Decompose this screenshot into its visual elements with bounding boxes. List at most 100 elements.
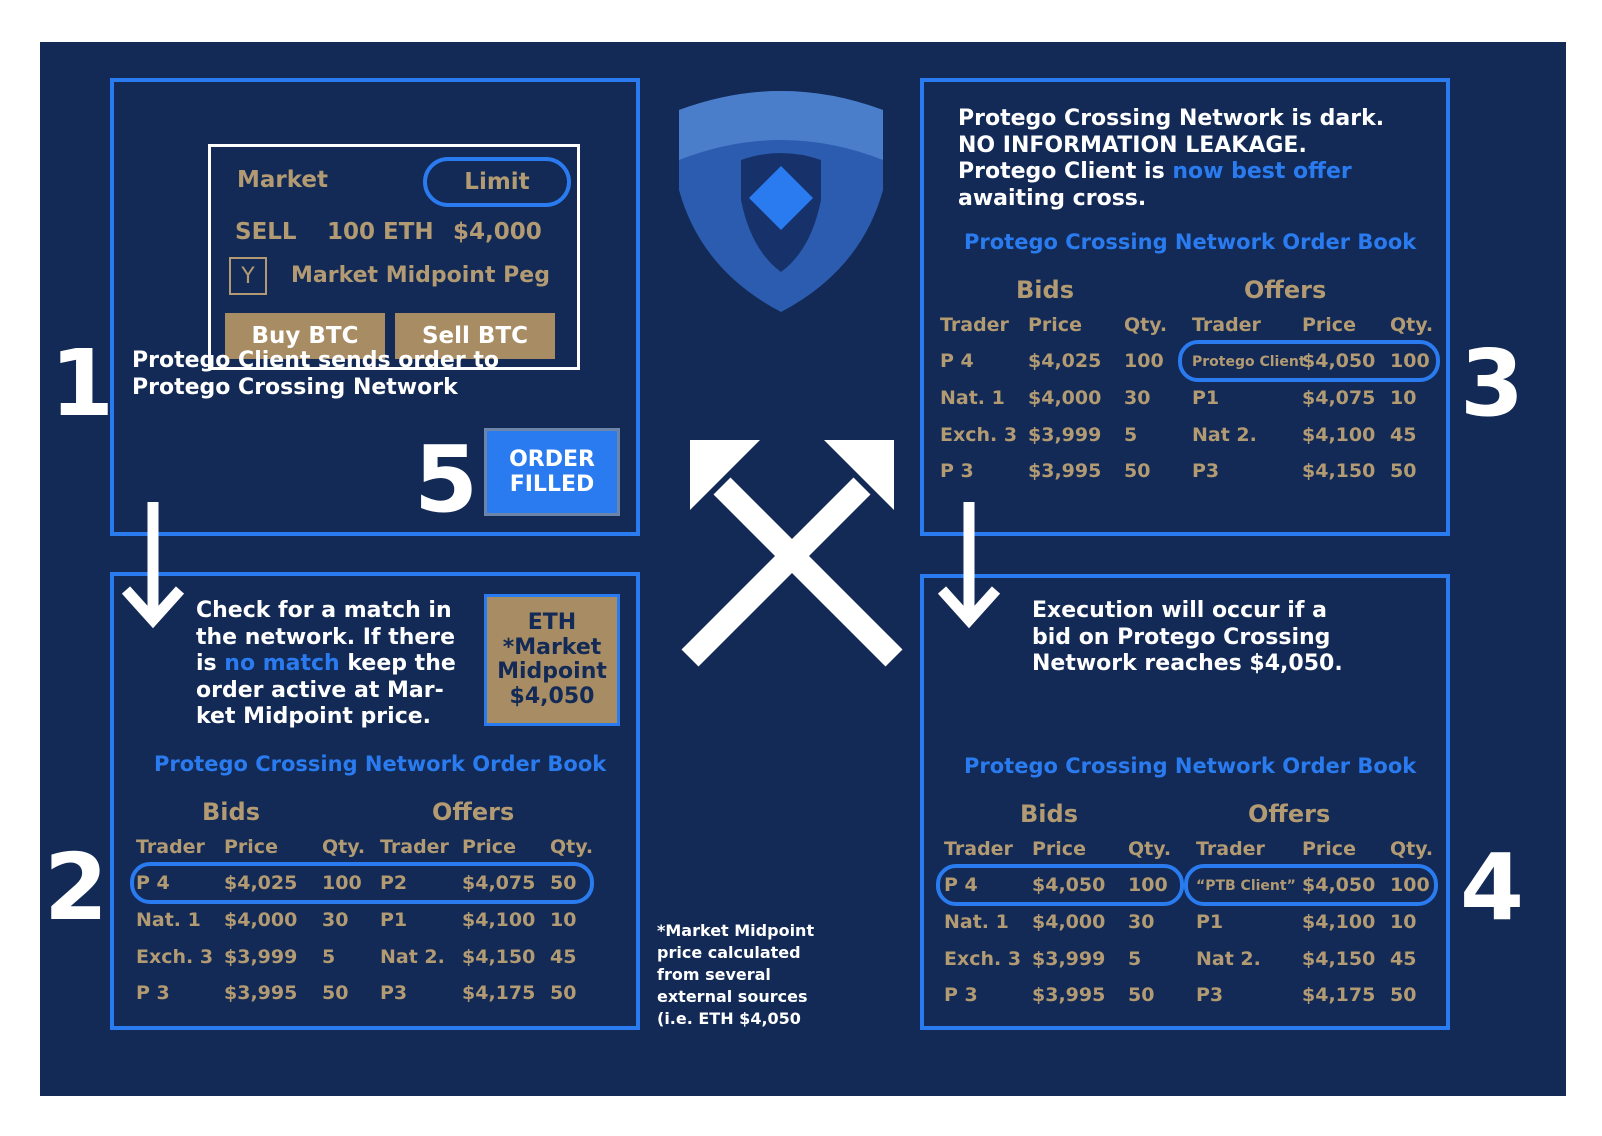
order-book-cell: $4,050 bbox=[1032, 874, 1106, 896]
desc-line: Check for a match in bbox=[196, 598, 452, 623]
order-book-cell: Nat 2. bbox=[1196, 948, 1261, 970]
step-number-2: 2 bbox=[44, 834, 109, 941]
order-book-cell: Exch. 3 bbox=[136, 946, 214, 968]
bids-header: Bids bbox=[1020, 800, 1078, 828]
desc-line: is no match keep the bbox=[196, 651, 456, 678]
order-book-cell: 50 bbox=[1390, 460, 1417, 482]
offers-header: Offers bbox=[1244, 276, 1327, 304]
order-book-cell: 10 bbox=[1390, 911, 1417, 933]
column-header: Price bbox=[224, 836, 278, 858]
buy-btc-button[interactable]: Buy BTC bbox=[225, 313, 385, 359]
order-book-cell: $3,995 bbox=[1032, 984, 1106, 1006]
column-header: Price bbox=[1302, 838, 1356, 860]
offers-header: Offers bbox=[432, 798, 515, 826]
panel-step-2: Check for a match in the network. If the… bbox=[110, 572, 640, 1030]
order-book-cell: 50 bbox=[1128, 984, 1155, 1006]
match-highlight-oval bbox=[130, 862, 594, 904]
footnote-line: *Market Midpoint bbox=[657, 921, 815, 940]
caption-line: Protego Client sends order to bbox=[132, 348, 499, 373]
order-book-cell: P1 bbox=[1192, 387, 1220, 409]
footnote-line: (i.e. ETH $4,050 bbox=[657, 1009, 801, 1028]
arrow-down-icon bbox=[121, 502, 185, 629]
order-book-cell: $4,150 bbox=[1302, 948, 1376, 970]
eth-box-line: ETH bbox=[527, 610, 577, 635]
order-book-cell: P2 bbox=[380, 872, 408, 894]
order-book-cell: P 3 bbox=[940, 460, 974, 482]
market-tab[interactable]: Market bbox=[237, 167, 329, 193]
step-number-4: 4 bbox=[1460, 834, 1525, 941]
step-number-5: 5 bbox=[414, 426, 479, 533]
footnote: *Market Midpoint price calculated from s… bbox=[657, 920, 814, 1030]
order-book-cell: $4,100 bbox=[1302, 424, 1376, 446]
arrow-down-icon bbox=[937, 502, 1001, 629]
desc-line: awaiting cross. bbox=[958, 185, 1147, 211]
order-book-cell: Nat. 1 bbox=[944, 911, 1009, 933]
match-highlight-oval bbox=[936, 864, 1184, 906]
order-book-cell: 45 bbox=[550, 946, 577, 968]
order-book-cell: “PTB Client” bbox=[1196, 878, 1296, 894]
order-book-cell: P 3 bbox=[136, 982, 170, 1004]
order-book-cell: Nat 2. bbox=[1192, 424, 1257, 446]
step-1-caption: Protego Client sends order to Protego Cr… bbox=[132, 348, 499, 401]
midpoint-peg-label: Market Midpoint Peg bbox=[291, 263, 550, 288]
column-header: Qty. bbox=[1390, 314, 1434, 336]
column-header: Trader bbox=[1192, 314, 1261, 336]
order-book-cell: 10 bbox=[550, 909, 577, 931]
order-book-cell: $3,999 bbox=[224, 946, 298, 968]
order-book-cell: $4,000 bbox=[1032, 911, 1106, 933]
order-book-cell: 50 bbox=[1124, 460, 1151, 482]
order-book-cell: Nat. 1 bbox=[136, 909, 201, 931]
footnote-line: from several bbox=[657, 965, 771, 984]
order-book-cell: P1 bbox=[380, 909, 408, 931]
order-book-title: Protego Crossing Network Order Book bbox=[964, 754, 1417, 778]
step-number-1: 1 bbox=[50, 330, 115, 437]
panel-step-1: Market Limit SELL 100 ETH $4,000 Y Marke… bbox=[110, 78, 640, 536]
midpoint-peg-checkbox[interactable]: Y bbox=[229, 257, 267, 295]
order-filled-line: ORDER bbox=[509, 447, 595, 472]
order-book-cell: 5 bbox=[1124, 424, 1138, 446]
step-4-description: Execution will occur if a bid on Protego… bbox=[1032, 598, 1343, 678]
order-book-cell: 30 bbox=[322, 909, 349, 931]
desc-line: Network reaches $4,050. bbox=[1032, 651, 1343, 676]
order-book-cell: P3 bbox=[1192, 460, 1220, 482]
desc-line: Protego Crossing Network is dark. bbox=[958, 106, 1385, 131]
order-book-title: Protego Crossing Network Order Book bbox=[964, 230, 1417, 254]
order-book-cell: 100 bbox=[1128, 874, 1168, 896]
eth-midpoint-box: ETH *Market Midpoint $4,050 bbox=[484, 594, 620, 726]
order-book-cell: 5 bbox=[322, 946, 336, 968]
desc-line: bid on Protego Crossing bbox=[1032, 624, 1331, 650]
order-book-cell: $4,100 bbox=[462, 909, 536, 931]
sell-btc-button[interactable]: Sell BTC bbox=[395, 313, 555, 359]
diagram-canvas: Market Limit SELL 100 ETH $4,000 Y Marke… bbox=[40, 42, 1566, 1096]
order-book-cell: P1 bbox=[1196, 911, 1224, 933]
order-book-cell: $4,050 bbox=[1302, 874, 1376, 896]
order-book-cell: P3 bbox=[380, 982, 408, 1004]
order-book-cell: 50 bbox=[550, 982, 577, 1004]
column-header: Qty. bbox=[322, 836, 366, 858]
order-side: SELL bbox=[235, 219, 297, 245]
column-header: Price bbox=[1028, 314, 1082, 336]
order-book-title: Protego Crossing Network Order Book bbox=[154, 752, 607, 776]
crossed-arrows-icon bbox=[681, 440, 903, 667]
order-book-cell: P3 bbox=[1196, 984, 1224, 1006]
order-book-cell: $4,100 bbox=[1302, 911, 1376, 933]
order-book-cell: 5 bbox=[1128, 948, 1142, 970]
limit-tab[interactable]: Limit bbox=[423, 157, 571, 207]
order-book-cell: $3,999 bbox=[1032, 948, 1106, 970]
column-header: Qty. bbox=[1390, 838, 1434, 860]
column-header: Price bbox=[1302, 314, 1356, 336]
caption-line: Protego Crossing Network bbox=[132, 374, 458, 400]
order-book-cell: $4,075 bbox=[1302, 387, 1376, 409]
desc-line: the network. If there bbox=[196, 624, 456, 650]
footnote-line: price calculated bbox=[657, 943, 801, 962]
order-book-cell: Protego Client bbox=[1192, 354, 1306, 370]
desc-text: keep the bbox=[339, 651, 456, 676]
order-ticket: Market Limit SELL 100 ETH $4,000 Y Marke… bbox=[208, 144, 580, 370]
match-highlight-oval bbox=[1184, 864, 1438, 906]
order-filled-line: FILLED bbox=[509, 472, 595, 497]
eth-box-line: Midpoint bbox=[497, 659, 607, 684]
eth-box-line: *Market bbox=[502, 634, 602, 660]
order-price: $4,000 bbox=[453, 219, 542, 245]
desc-text: Protego Client is bbox=[958, 159, 1173, 184]
